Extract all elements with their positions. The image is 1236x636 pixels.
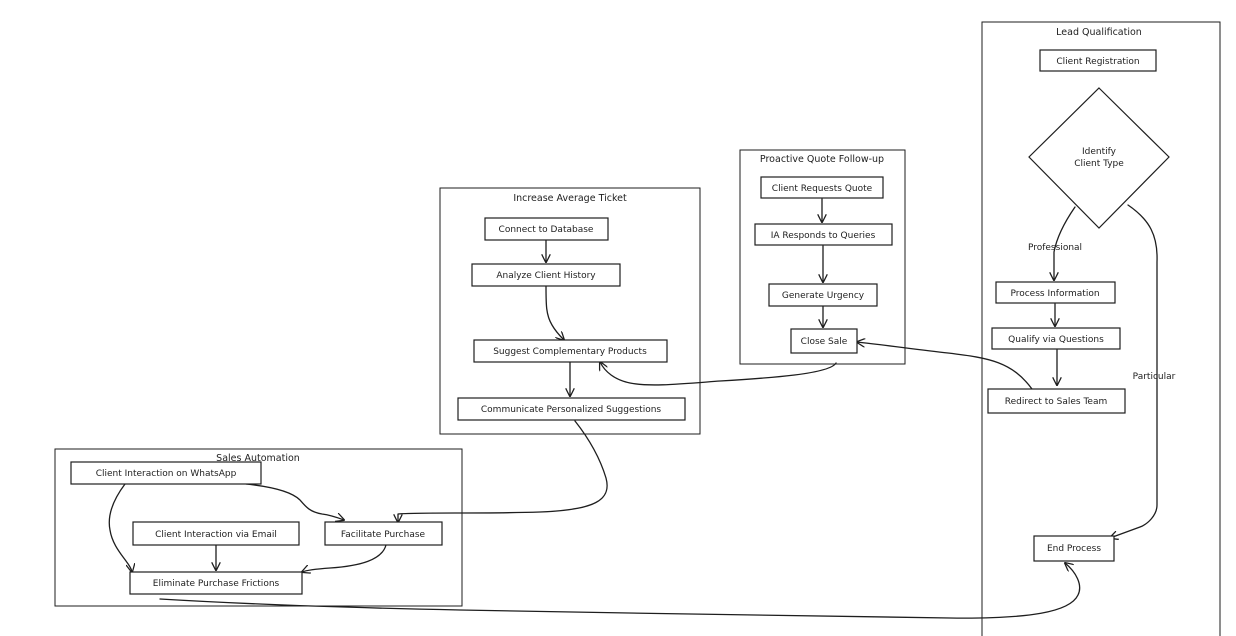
node-label: Connect to Database bbox=[499, 225, 594, 235]
edge-whatsapp-to-eliminate bbox=[108, 483, 132, 572]
node-label: Client Registration bbox=[1056, 57, 1139, 67]
node-suggest-complementary-products[interactable]: Suggest Complementary Products bbox=[473, 339, 668, 363]
frame-title-proactive-quote: Proactive Quote Follow-up bbox=[760, 154, 884, 165]
node-label: Redirect to Sales Team bbox=[1005, 397, 1107, 407]
edge-label-particular: Particular bbox=[1133, 372, 1176, 382]
node-label: Eliminate Purchase Frictions bbox=[153, 579, 280, 589]
node-label: Analyze Client History bbox=[496, 271, 596, 281]
node-connect-to-database[interactable]: Connect to Database bbox=[484, 217, 609, 241]
node-label: Generate Urgency bbox=[782, 291, 865, 301]
node-label: Process Information bbox=[1010, 289, 1099, 299]
node-label: Suggest Complementary Products bbox=[493, 347, 647, 357]
edge-close-to-suggest bbox=[600, 362, 837, 386]
node-label: Client Interaction via Email bbox=[155, 530, 277, 540]
node-facilitate-purchase[interactable]: Facilitate Purchase bbox=[324, 521, 443, 546]
node-label: Client Interaction on WhatsApp bbox=[96, 469, 237, 479]
node-label: Client Requests Quote bbox=[772, 184, 873, 194]
node-ia-responds[interactable]: IA Responds to Queries bbox=[754, 223, 893, 246]
frame-title-lead-qualification: Lead Qualification bbox=[1056, 27, 1142, 38]
node-label: Qualify via Questions bbox=[1008, 335, 1104, 345]
node-communicate-personalized-suggestions[interactable]: Communicate Personalized Suggestions bbox=[457, 397, 686, 421]
edge-eliminate-to-end-process bbox=[159, 563, 1081, 619]
node-label: End Process bbox=[1047, 544, 1101, 554]
node-client-interaction-whatsapp[interactable]: Client Interaction on WhatsApp bbox=[70, 461, 262, 485]
node-label: Facilitate Purchase bbox=[341, 530, 426, 540]
edges bbox=[108, 198, 1158, 619]
node-process-information[interactable]: Process Information bbox=[995, 281, 1116, 304]
frame-lead-qualification: Lead Qualification bbox=[981, 21, 1221, 636]
frame-title-average-ticket: Increase Average Ticket bbox=[513, 193, 627, 204]
edge-communicate-to-facilitate bbox=[398, 420, 608, 522]
node-identify-client-type[interactable]: Identify Client Type bbox=[1028, 87, 1170, 229]
node-eliminate-purchase-frictions[interactable]: Eliminate Purchase Frictions bbox=[129, 571, 303, 595]
node-label-line1: Identify bbox=[1082, 147, 1117, 157]
frame-sales-automation: Sales Automation bbox=[54, 448, 463, 607]
edge-facilitate-to-eliminate bbox=[302, 544, 387, 572]
node-generate-urgency[interactable]: Generate Urgency bbox=[768, 283, 878, 307]
node-client-interaction-email[interactable]: Client Interaction via Email bbox=[132, 521, 300, 546]
node-label: Close Sale bbox=[801, 337, 848, 347]
node-client-registration[interactable]: Client Registration bbox=[1039, 49, 1157, 72]
frame-proactive-quote: Proactive Quote Follow-up bbox=[739, 149, 906, 365]
node-analyze-client-history[interactable]: Analyze Client History bbox=[471, 263, 621, 287]
edge-label-professional: Professional bbox=[1028, 243, 1082, 253]
edge-analyze-to-suggest bbox=[545, 285, 564, 340]
node-close-sale[interactable]: Close Sale bbox=[790, 328, 858, 354]
edge-diamond-to-end-particular bbox=[1110, 204, 1158, 538]
node-client-requests-quote[interactable]: Client Requests Quote bbox=[760, 176, 884, 199]
node-label-line2: Client Type bbox=[1074, 159, 1124, 169]
edge-redirect-to-close-sale bbox=[857, 342, 1033, 390]
node-end-process[interactable]: End Process bbox=[1033, 535, 1115, 562]
node-label: IA Responds to Queries bbox=[771, 231, 876, 241]
frame-average-ticket: Increase Average Ticket bbox=[439, 187, 701, 435]
edge-diamond-to-process bbox=[1054, 206, 1076, 280]
node-label: Communicate Personalized Suggestions bbox=[481, 405, 662, 415]
node-qualify-via-questions[interactable]: Qualify via Questions bbox=[991, 327, 1121, 350]
node-redirect-to-sales-team[interactable]: Redirect to Sales Team bbox=[987, 388, 1126, 414]
frame-title-sales-automation: Sales Automation bbox=[216, 453, 300, 464]
edge-whatsapp-to-facilitate bbox=[245, 483, 344, 520]
